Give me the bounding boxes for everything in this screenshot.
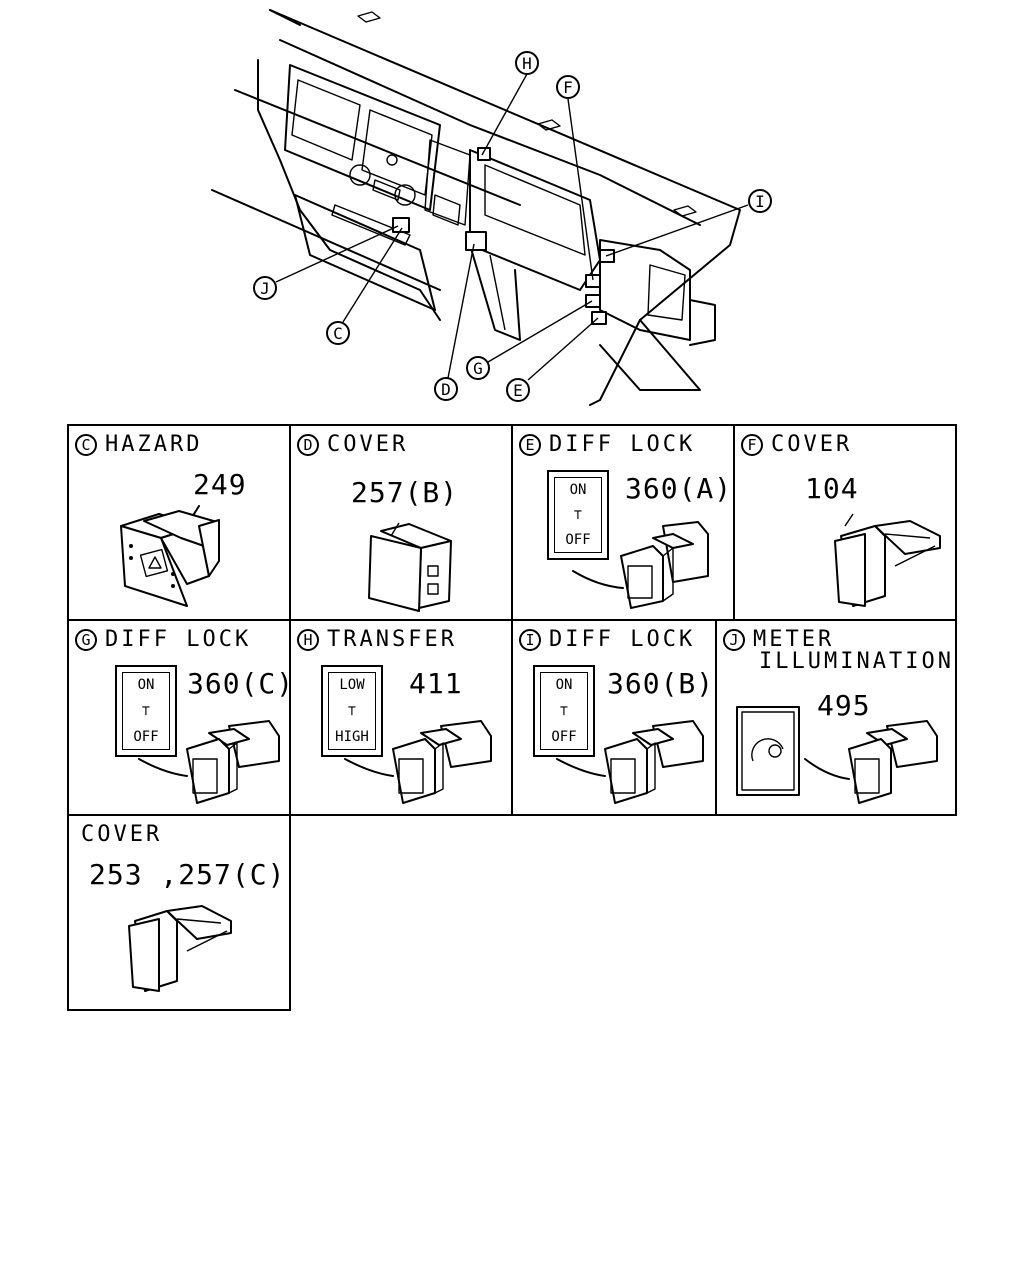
diff-lock-indicator-plate: ON ⊤ OFF xyxy=(533,665,595,757)
svg-text:E: E xyxy=(513,381,523,400)
diff-lock-switch-icon xyxy=(138,720,280,804)
plate-bottom-label: OFF xyxy=(133,729,159,745)
panel-letter-badge: H xyxy=(297,629,319,651)
panel-title-text: TRANSFER xyxy=(327,627,457,652)
panel-diff-lock-i: I DIFF LOCK 360(B) ON ⊤ OFF xyxy=(511,619,717,816)
panel-letter-badge: E xyxy=(519,434,541,456)
svg-text:I: I xyxy=(755,192,765,211)
svg-text:H: H xyxy=(522,54,532,73)
panel-title-text: COVER xyxy=(327,432,409,457)
diff-lock-indicator-plate: ON ⊤ OFF xyxy=(547,470,609,560)
part-number: 104 xyxy=(805,472,859,505)
plate-top-label: LOW xyxy=(339,677,365,693)
part-number: 360(B) xyxy=(607,667,715,700)
callout-H: H xyxy=(515,51,539,75)
panel-letter-badge: J xyxy=(723,629,745,651)
svg-text:F: F xyxy=(563,78,573,97)
callout-I: I xyxy=(748,189,772,213)
panel-title: H TRANSFER xyxy=(297,629,457,651)
panel-title-text: COVER xyxy=(771,432,853,457)
panel-title: E DIFF LOCK xyxy=(519,434,695,456)
cover-blank-icon xyxy=(368,522,452,612)
callout-leaders xyxy=(275,73,749,381)
callout-J: J xyxy=(253,276,277,300)
panel-title: G DIFF LOCK xyxy=(75,629,251,651)
panel-letter-badge: G xyxy=(75,629,97,651)
panel-letter-badge: D xyxy=(297,434,319,456)
plate-top-label: ON xyxy=(569,482,587,498)
panel-title: COVER xyxy=(81,824,162,846)
part-number: 249 xyxy=(193,468,247,501)
transfer-indicator-plate: LOW ⊤ HIGH xyxy=(321,665,383,757)
part-number: 253 ,257(C) xyxy=(89,858,286,891)
axle-lock-icon: ⊤ xyxy=(141,703,151,719)
panel-meter-illumination-j: J METER ILLUMINATION 495 xyxy=(715,619,957,816)
panel-cover-253: COVER 253 ,257(C) xyxy=(67,814,291,1011)
transfer-switch-icon xyxy=(344,720,492,804)
part-number: 360(C) xyxy=(187,667,295,700)
dashboard-outline xyxy=(211,9,741,406)
dashboard-overview-illustration: H F I J C D G E xyxy=(211,9,772,406)
part-number: 411 xyxy=(409,667,463,700)
axle-transfer-icon: ⊤ xyxy=(347,703,357,719)
axle-lock-icon: ⊤ xyxy=(559,703,569,719)
panel-title-text: COVER xyxy=(81,822,163,847)
callout-C: C xyxy=(326,321,350,345)
panel-title-text: DIFF LOCK xyxy=(549,627,696,652)
panel-title-text: DIFF LOCK xyxy=(549,432,696,457)
panel-title: D COVER xyxy=(297,434,408,456)
callout-F: F xyxy=(556,75,580,99)
panel-title: I DIFF LOCK xyxy=(519,629,695,651)
panel-letter-badge: I xyxy=(519,629,541,651)
panel-title-text: METER xyxy=(753,627,835,652)
callout-G: G xyxy=(466,356,490,380)
panel-letter-badge: C xyxy=(75,434,97,456)
svg-text:G: G xyxy=(473,359,483,378)
plate-bottom-label: OFF xyxy=(551,729,577,745)
callout-D: D xyxy=(434,377,458,401)
svg-text:J: J xyxy=(260,279,270,298)
panel-hazard: C HAZARD 249 xyxy=(67,424,291,621)
panel-diff-lock-g: G DIFF LOCK 360(C) ON ⊤ OFF xyxy=(67,619,295,816)
panel-cover-f: F COVER 104 xyxy=(733,424,957,621)
panel-transfer-h: H TRANSFER 411 LOW ⊤ HIGH xyxy=(289,619,513,816)
cover-switch-icon xyxy=(128,905,232,992)
diff-lock-switch-icon xyxy=(572,521,709,609)
svg-text:D: D xyxy=(441,380,451,399)
panel-title: C HAZARD xyxy=(75,434,202,456)
plate-bottom-label: OFF xyxy=(565,532,591,548)
panel-title-text: DIFF LOCK xyxy=(105,627,252,652)
panel-title-text-line2: ILLUMINATION xyxy=(759,649,954,674)
meter-illumination-switch-icon xyxy=(736,706,938,804)
panel-letter-badge: F xyxy=(741,434,763,456)
panel-title: F COVER xyxy=(741,434,852,456)
panel-title: J METER ILLUMINATION xyxy=(723,629,954,673)
hazard-switch-icon xyxy=(120,505,220,607)
axle-lock-icon: ⊤ xyxy=(573,507,583,523)
callout-E: E xyxy=(506,378,530,402)
part-number: 495 xyxy=(817,689,871,722)
cover-switch-icon xyxy=(834,513,941,607)
part-number: 257(B) xyxy=(351,476,459,509)
panel-title-text: HAZARD xyxy=(105,432,203,457)
panel-cover-d: D COVER 257(B) xyxy=(289,424,513,621)
plate-top-label: ON xyxy=(555,677,573,693)
diff-lock-switch-icon xyxy=(556,720,704,804)
plate-top-label: ON xyxy=(137,677,155,693)
plate-bottom-label: HIGH xyxy=(335,729,369,745)
panel-diff-lock-e: E DIFF LOCK 360(A) ON ⊤ OFF xyxy=(511,424,735,621)
part-number: 360(A) xyxy=(625,472,733,505)
svg-text:C: C xyxy=(333,324,343,343)
diff-lock-indicator-plate: ON ⊤ OFF xyxy=(115,665,177,757)
